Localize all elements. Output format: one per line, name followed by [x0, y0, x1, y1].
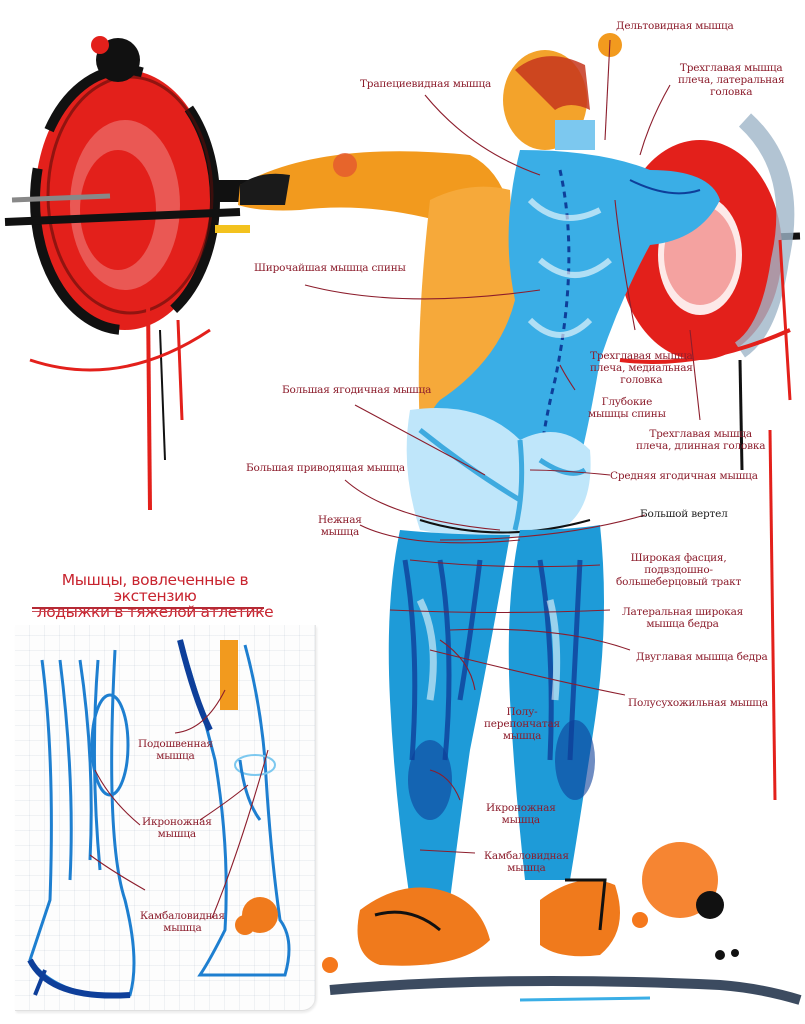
label-triceps-medial-head: Трехглавая мышца плеча, медиальная голов…	[590, 350, 693, 386]
inset-label-soleus: Камбаловидная мышца	[140, 910, 225, 934]
label-vastus-lateralis: Латеральная широкая мышца бедра	[622, 606, 744, 630]
label-fascia-lata-iliotibial-tract: Широкая фасция, подвздошно- большеберцов…	[616, 552, 742, 588]
label-triceps-lateral-head: Трехглавая мышца плеча, латеральная голо…	[678, 62, 785, 98]
legs	[388, 525, 604, 900]
head	[503, 33, 622, 150]
label-soleus: Камбаловидная мышца	[484, 850, 569, 874]
label-greater-trochanter: Большой вертел	[640, 508, 728, 520]
inset-leg-back-view	[27, 649, 136, 999]
shoes	[357, 878, 620, 966]
label-biceps-femoris: Двуглавая мышца бедра	[636, 651, 768, 663]
inset-label-plantaris: Подошвенная мышца	[138, 738, 213, 762]
inset-title-underline	[32, 607, 264, 609]
label-gluteus-maximus: Большая ягодичная мышца	[282, 384, 432, 396]
back-muscles	[426, 150, 720, 470]
label-semimembranosus: Полу- перепончатая мышца	[484, 706, 560, 742]
inset-panel	[15, 625, 316, 1011]
inset-leader-lines	[89, 689, 269, 919]
gluteal-region	[406, 408, 591, 538]
label-deep-back-muscles: Глубокие мышцы спины	[588, 396, 666, 420]
label-triceps-long-head: Трехглавая мышца плеча, длинная головка	[636, 428, 766, 452]
label-gracilis: Нежная мышца	[318, 514, 362, 538]
ink-splashes	[322, 842, 802, 1005]
label-semitendinosus: Полусухожильная мышца	[628, 697, 768, 709]
inset-title-underline-secondary	[32, 611, 264, 612]
inset-label-gastrocnemius: Икроножная мышца	[142, 816, 212, 840]
label-gluteus-medius: Средняя ягодичная мышца	[610, 470, 758, 482]
label-gastrocnemius: Икроножная мышца	[486, 802, 556, 826]
label-latissimus-dorsi: Широчайшая мышца спины	[254, 262, 406, 274]
label-adductor-magnus: Большая приводящая мышца	[246, 462, 405, 474]
leader-lines	[304, 39, 701, 854]
inset-leg-side-view	[177, 639, 291, 977]
left-barbell-plate	[29, 36, 220, 511]
label-trapezius: Трапециевидная мышца	[360, 78, 492, 90]
inset-title-line-1: Мышцы, вовлеченные в экстензию	[61, 571, 249, 605]
label-deltoid: Дельтовидная мышца	[616, 20, 734, 32]
